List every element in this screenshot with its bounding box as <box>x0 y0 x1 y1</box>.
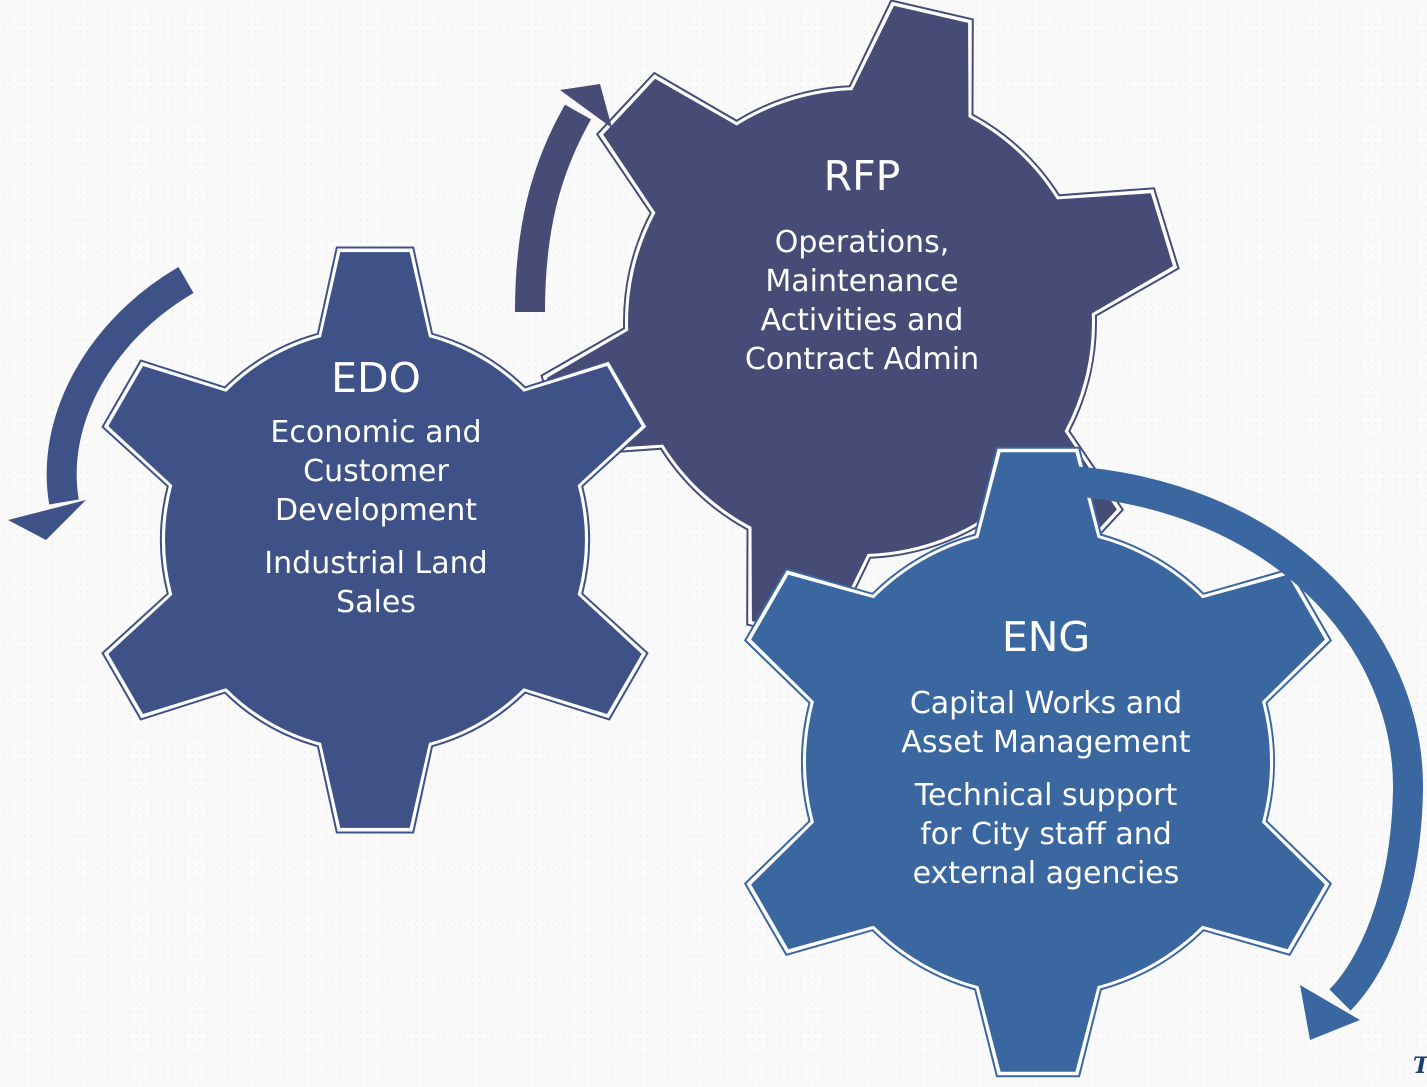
edo-title: EDO <box>331 354 421 402</box>
edo-curved-arrow-icon-head <box>8 500 86 540</box>
eng-line: Technical support <box>914 778 1178 814</box>
edo-line: Development <box>275 493 477 529</box>
edo-curved-arrow-icon <box>8 267 194 540</box>
edo-line: Sales <box>336 585 416 621</box>
edo-line: Economic and <box>270 415 482 451</box>
rfp-line: Contract Admin <box>744 342 980 378</box>
edo-gear-label: EDO Economic and Customer Development In… <box>206 354 546 622</box>
eng-line: external agencies <box>912 856 1180 892</box>
eng-gear-label: ENG Capital Works and Asset Management T… <box>876 613 1216 893</box>
rfp-line: Maintenance <box>765 264 959 300</box>
rfp-line: Activities and <box>760 303 964 339</box>
edo-line: Industrial Land <box>264 546 488 582</box>
edo-gear-icon <box>101 246 649 834</box>
eng-gear-icon <box>743 446 1333 1078</box>
rfp-curved-arrow-icon <box>515 84 612 313</box>
eng-title: ENG <box>1001 613 1091 661</box>
eng-line: for City staff and <box>920 817 1172 853</box>
eng-curved-arrow-icon-head <box>1300 985 1360 1040</box>
rfp-title: RFP <box>823 152 901 200</box>
edo-line: Customer <box>303 454 449 490</box>
rfp-gear-label: RFP Operations, Maintenance Activities a… <box>692 152 1032 379</box>
eng-line: Capital Works and <box>909 686 1183 722</box>
eng-line: Asset Management <box>901 725 1191 761</box>
rfp-curved-arrow-icon-head <box>560 84 612 128</box>
eng-curved-arrow-icon <box>1053 465 1424 1040</box>
logo-icon: T <box>1413 1055 1427 1081</box>
rfp-line: Operations, <box>774 225 950 261</box>
